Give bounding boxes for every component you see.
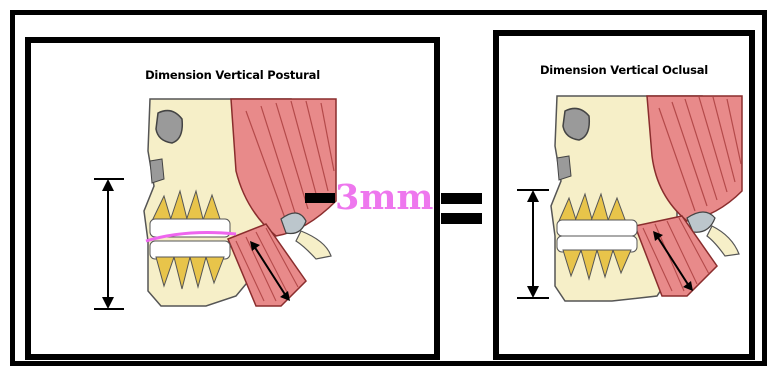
occlusal-panel: Dimension Vertical Oclusal [493, 30, 755, 360]
vertical-dimension-arrow [511, 186, 551, 304]
equals-sign-top-bar [441, 193, 482, 204]
mastoid [296, 231, 331, 259]
postural-title: Dimension Vertical Postural [31, 68, 434, 82]
nasal-cavity [150, 159, 164, 183]
eye-socket-icon [156, 111, 182, 143]
occlusal-title: Dimension Vertical Oclusal [499, 63, 749, 77]
difference-label: 3mm [335, 180, 433, 215]
mastoid [707, 226, 739, 256]
vertical-dimension-arrow [86, 175, 126, 315]
minus-sign [305, 193, 335, 203]
nasal-cavity [557, 156, 571, 180]
condyle [281, 213, 306, 234]
equals-sign-bottom-bar [441, 213, 482, 224]
skull-occlusal-illustration [517, 86, 747, 311]
eye-socket-icon [563, 108, 589, 140]
